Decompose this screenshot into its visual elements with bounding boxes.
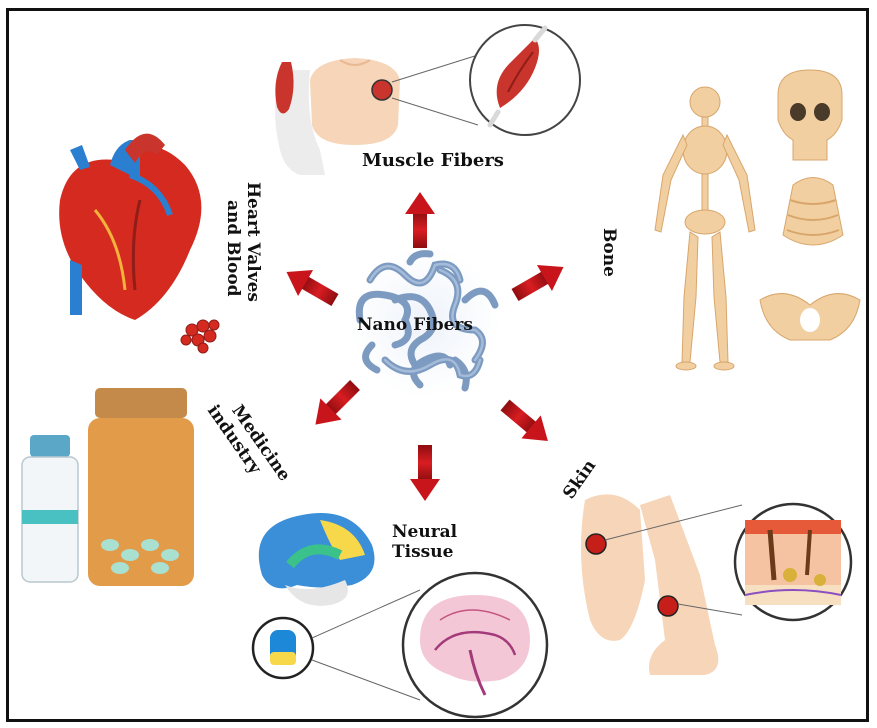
arrow-up	[405, 192, 435, 248]
heart-illustration	[59, 134, 219, 353]
arrow-upright	[508, 254, 571, 308]
heart-valves-label: Heart Valves and Blood	[223, 182, 262, 302]
neural-tissue-label: Neural Tissue	[392, 523, 457, 562]
skin-illustration	[581, 494, 851, 675]
skeleton-illustration	[655, 70, 860, 370]
neural-label-line2: Tissue	[392, 543, 457, 563]
muscle-fibers-label: Muscle Fibers	[362, 151, 504, 172]
neural-label-line1: Neural	[392, 523, 457, 543]
medicine-bottles-illustration	[22, 388, 194, 586]
arrow-down	[410, 445, 440, 501]
bone-label: Bone	[598, 228, 618, 277]
center-label: Nano Fibers	[357, 316, 473, 336]
heart-label-line1: Heart Valves	[242, 182, 262, 302]
arrow-downleft	[305, 374, 366, 435]
arrow-upleft	[279, 259, 342, 313]
arrow-downright	[495, 394, 557, 453]
heart-label-line2: and Blood	[223, 182, 243, 302]
